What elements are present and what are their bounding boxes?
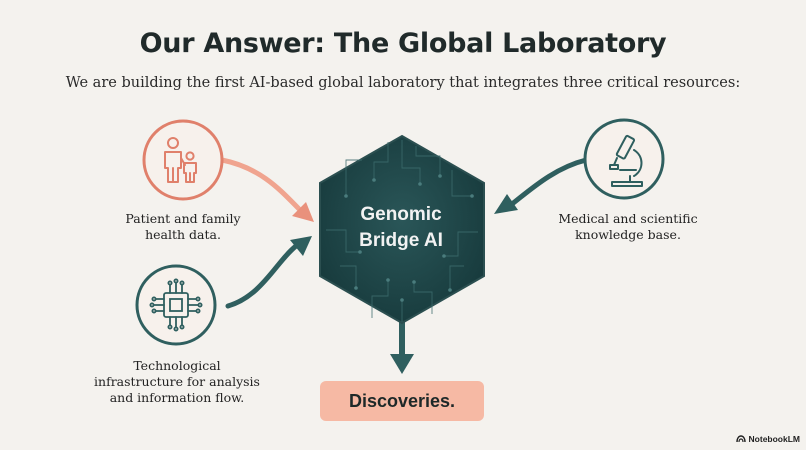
tech-label-line1: Technological (133, 358, 221, 373)
discoveries-box: Discoveries. (320, 381, 484, 421)
page-subtitle: We are building the first AI-based globa… (65, 75, 741, 91)
center-label-line2: Bridge AI (359, 230, 443, 251)
patient-label-line2: health data. (145, 227, 221, 242)
arrow-center-to-discoveries (390, 322, 414, 374)
circuit-nodes (344, 174, 474, 302)
medical-label-line2: knowledge base. (575, 227, 681, 242)
center-hexagon (319, 134, 485, 325)
arrow-patient-to-center (219, 157, 314, 222)
arrow-medical-to-center (494, 157, 589, 214)
notebooklm-logo-icon (735, 435, 746, 443)
tech-label: Technological infrastructure for analysi… (88, 358, 266, 406)
circuit-pattern (326, 140, 478, 322)
tech-label-line2: infrastructure for analysis (94, 374, 260, 389)
center-hexagon-label: Genomic Bridge AI (318, 202, 484, 254)
family-icon (142, 119, 224, 201)
medical-label: Medical and scientific knowledge base. (548, 211, 708, 243)
patient-label: Patient and family health data. (108, 211, 258, 243)
arrow-tech-to-center (225, 236, 312, 309)
microscope-icon (583, 118, 665, 200)
page-title: Our Answer: The Global Laboratory (139, 28, 667, 59)
tech-label-line3: and information flow. (109, 390, 245, 405)
center-label-line1: Genomic (360, 204, 442, 225)
medical-label-line1: Medical and scientific (558, 211, 698, 226)
patient-label-line1: Patient and family (125, 211, 241, 226)
chip-icon (135, 264, 217, 346)
brand-watermark: NotebookLM (735, 434, 800, 444)
brand-name: NotebookLM (748, 434, 800, 444)
